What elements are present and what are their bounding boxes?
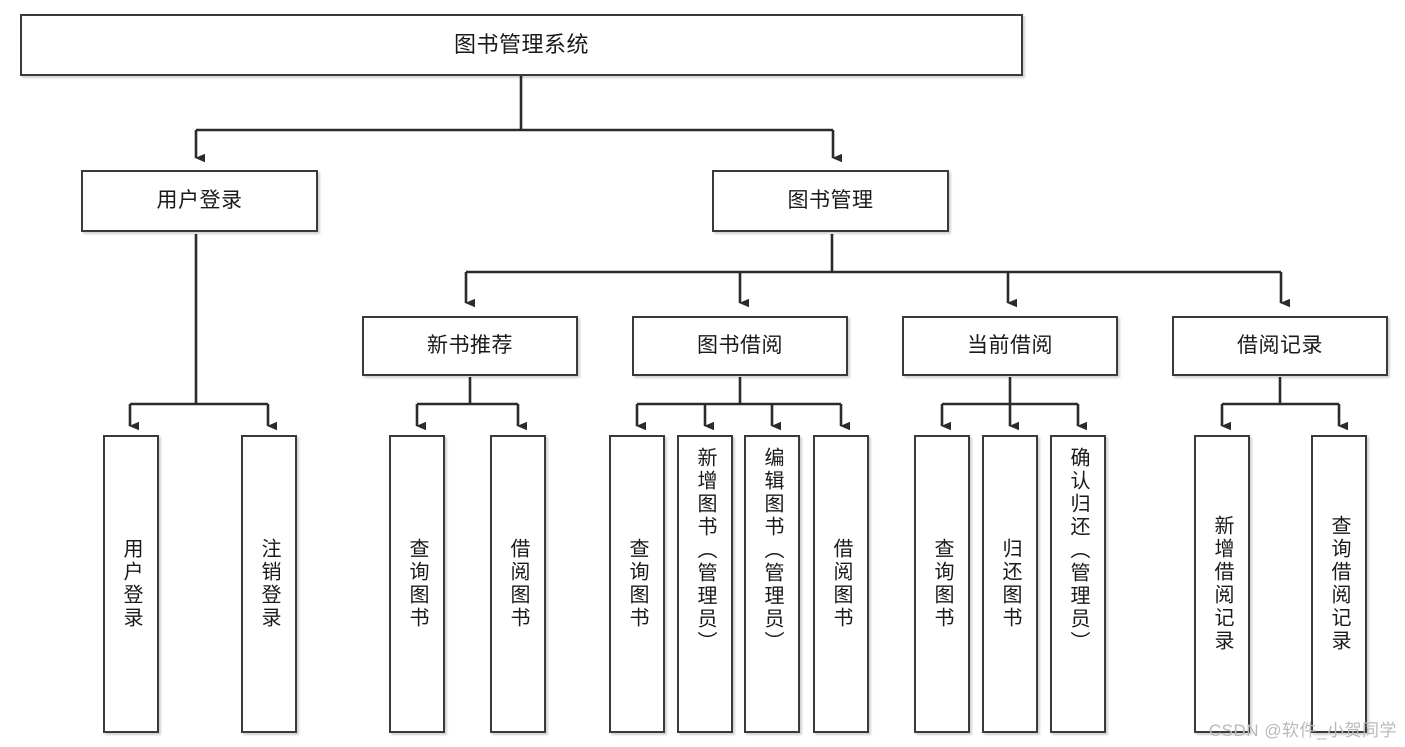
leaf-query-book-new[interactable]: 查询图书 (389, 435, 445, 733)
node-label: 当前借阅 (967, 333, 1053, 357)
node-label: 新增借阅记录 (1211, 515, 1233, 653)
node-label: 查询图书 (931, 538, 953, 630)
leaf-confirm-return-admin[interactable]: 确认归还（管理员） (1050, 435, 1106, 733)
node-label: 图书管理系统 (453, 32, 589, 58)
node-label: 注销登录 (258, 538, 280, 630)
watermark: CSDN @软件_小贺同学 (1208, 721, 1397, 740)
leaf-query-book-current[interactable]: 查询图书 (914, 435, 970, 733)
node-label: 图书借阅 (697, 333, 783, 357)
leaf-query-borrow-record[interactable]: 查询借阅记录 (1311, 435, 1367, 733)
leaf-user-login[interactable]: 用户登录 (103, 435, 159, 733)
node-label: 确认归还（管理员） (1067, 447, 1089, 654)
node-book-management[interactable]: 图书管理 (712, 170, 949, 232)
leaf-user-logout[interactable]: 注销登录 (241, 435, 297, 733)
node-label: 新增图书（管理员） (694, 447, 716, 654)
node-label: 归还图书 (999, 538, 1021, 630)
leaf-add-borrow-record[interactable]: 新增借阅记录 (1194, 435, 1250, 733)
leaf-add-book-admin[interactable]: 新增图书（管理员） (677, 435, 733, 733)
node-borrow-record[interactable]: 借阅记录 (1172, 316, 1388, 376)
leaf-borrow-book-new[interactable]: 借阅图书 (490, 435, 546, 733)
node-label: 编辑图书（管理员） (761, 447, 783, 654)
node-current-borrow[interactable]: 当前借阅 (902, 316, 1118, 376)
node-label: 借阅图书 (507, 538, 529, 630)
node-book-borrow[interactable]: 图书借阅 (632, 316, 848, 376)
node-label: 查询图书 (406, 538, 428, 630)
node-label: 用户登录 (120, 538, 142, 630)
node-new-book-recommend[interactable]: 新书推荐 (362, 316, 578, 376)
leaf-return-book[interactable]: 归还图书 (982, 435, 1038, 733)
node-label: 图书管理 (787, 188, 874, 212)
leaf-query-book-borrow[interactable]: 查询图书 (609, 435, 665, 733)
node-root-system[interactable]: 图书管理系统 (20, 14, 1023, 76)
node-label: 用户登录 (156, 188, 243, 212)
node-label: 借阅图书 (830, 538, 852, 630)
node-user-login[interactable]: 用户登录 (81, 170, 318, 232)
leaf-edit-book-admin[interactable]: 编辑图书（管理员） (744, 435, 800, 733)
node-label: 新书推荐 (427, 333, 513, 357)
node-label: 借阅记录 (1237, 333, 1323, 357)
leaf-borrow-book[interactable]: 借阅图书 (813, 435, 869, 733)
node-label: 查询图书 (626, 538, 648, 630)
node-label: 查询借阅记录 (1328, 515, 1350, 653)
